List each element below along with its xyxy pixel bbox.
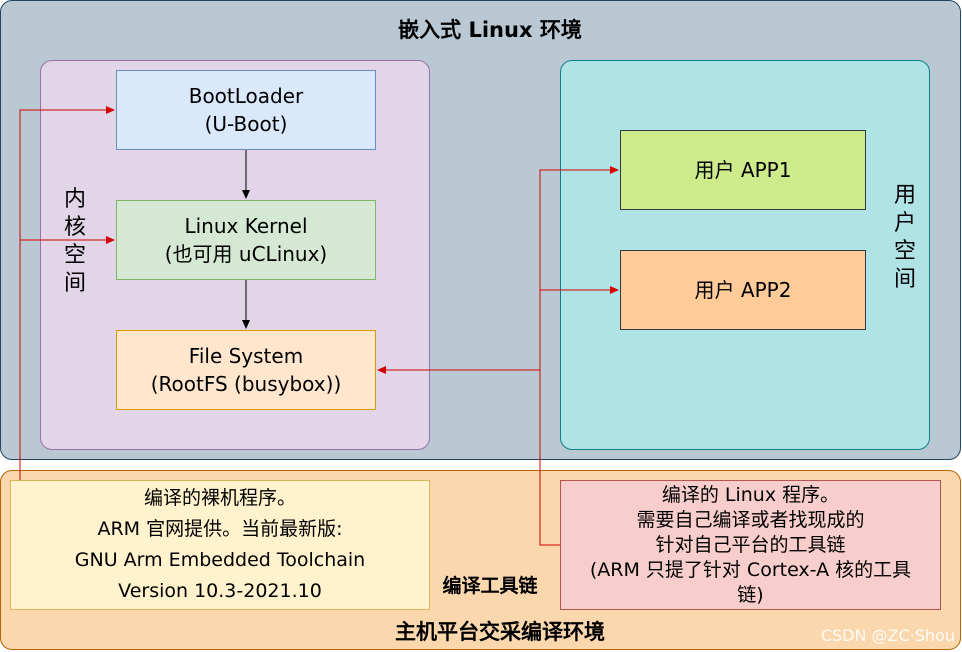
user-app2-box: 用户 APP2 [620,250,866,330]
bare-metal-toolchain-box: 编译的裸机程序。 ARM 官网提供。当前最新版: GNU Arm Embedde… [10,480,430,610]
embedded-linux-env-title: 嵌入式 Linux 环境 [398,18,582,42]
linux-toolchain-line: 编译的 Linux 程序。 [661,483,840,506]
linux-toolchain-line: 针对自己平台的工具链 [655,533,846,556]
bare-metal-line: 编译的裸机程序。 [143,487,296,509]
watermark: CSDN @ZC·Shou [820,625,955,645]
kernel-space-label-char: 内 [63,187,86,212]
linux-kernel-subtitle: (也可用 uCLinux) [164,242,328,266]
host-build-env-title: 主机平台交采编译环境 [395,620,605,644]
bootloader-box: BootLoader (U-Boot) [116,70,376,150]
user-space-label-char: 户 [893,211,916,236]
linux-toolchain-to-app1-arrow [539,166,619,546]
file-system-title: File System [188,344,304,368]
user-app1-box: 用户 APP1 [620,130,866,210]
toolchain-label: 编译工具链 [442,574,538,597]
kernel-space-label: 内 核 空 间 [60,186,90,298]
file-system-subtitle: (RootFS (busybox)) [150,372,342,396]
linux-toolchain-line: 需要自己编译或者找现成的 [636,508,865,531]
bootloader-subtitle: (U-Boot) [204,112,288,136]
bare-metal-line: GNU Arm Embedded Toolchain [74,549,366,571]
bare-metal-line: Version 10.3-2021.10 [118,580,322,602]
linux-toolchain-line: (ARM 只提了针对 Cortex-A 核的工具 [589,558,912,581]
bare-metal-to-bootloader-arrow [19,106,115,480]
user-space-label-char: 空 [893,239,916,264]
kernel-space-label-char: 核 [63,215,86,240]
file-system-box: File System (RootFS (busybox)) [116,330,376,410]
bare-metal-line: ARM 官网提供。当前最新版: [97,518,343,540]
bootloader-title: BootLoader [188,84,304,108]
kernel-space-label-char: 空 [63,243,86,268]
linux-toolchain-box: 编译的 Linux 程序。 需要自己编译或者找现成的 针对自己平台的工具链 (A… [560,480,941,610]
kernel-space-label-char: 间 [63,271,86,296]
linux-toolchain-line: 链) [737,583,764,606]
user-space-label-char: 间 [893,267,916,292]
user-space-label: 用 户 空 间 [890,182,920,294]
linux-kernel-title: Linux Kernel [184,214,308,238]
user-space-label-char: 用 [893,183,916,208]
linux-kernel-box: Linux Kernel (也可用 uCLinux) [116,200,376,280]
